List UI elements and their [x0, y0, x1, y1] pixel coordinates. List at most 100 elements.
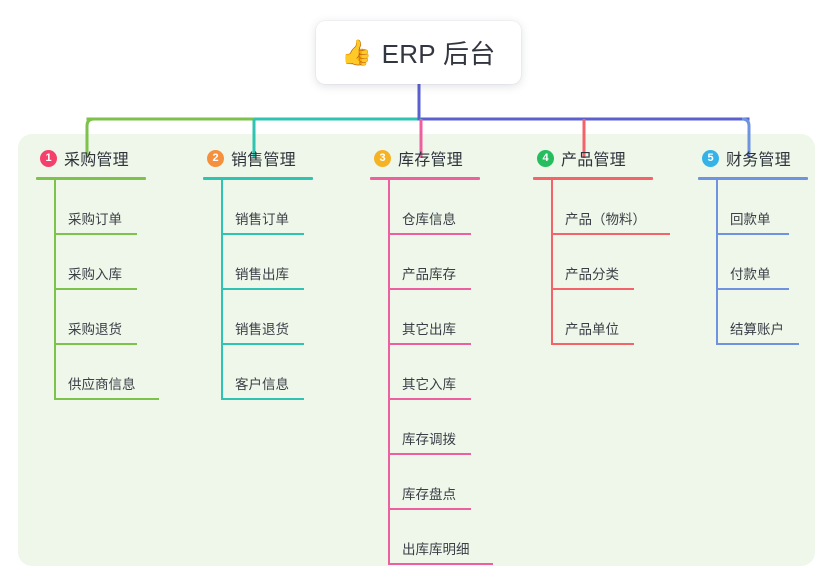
menu-item-label: 库存盘点 — [402, 487, 456, 502]
menu-item-underline — [55, 398, 159, 400]
menu-item-label: 产品（物料） — [565, 212, 646, 227]
menu-item-label: 采购入库 — [68, 267, 122, 282]
column-3: 3 库存管理仓库信息产品库存其它出库其它入库库存调拨库存盘点出库库明细 — [370, 146, 493, 565]
menu-item[interactable]: 库存调拨 — [370, 400, 480, 455]
column-title-1: 采购管理 — [64, 152, 129, 169]
column-rule-1 — [36, 177, 146, 180]
menu-item-label: 产品库存 — [402, 267, 456, 282]
menu-item-underline — [552, 288, 634, 290]
column-badge-3: 3 — [374, 149, 391, 167]
menu-item-underline — [717, 233, 789, 235]
menu-item[interactable]: 客户信息 — [203, 345, 313, 400]
column-title-3: 库存管理 — [398, 152, 463, 169]
column-items-4: 产品（物料） 产品分类产品单位 — [533, 180, 670, 345]
menu-item[interactable]: 付款单 — [698, 235, 808, 290]
menu-item-underline — [55, 288, 137, 290]
column-2: 2 销售管理销售订单销售出库销售退货客户信息 — [203, 146, 313, 400]
menu-item-underline — [552, 233, 670, 235]
menu-item-label: 销售出库 — [235, 267, 289, 282]
menu-item[interactable]: 采购退货 — [36, 290, 146, 345]
menu-item-underline — [389, 233, 471, 235]
column-badge-5: 5 — [702, 149, 719, 167]
menu-item-underline — [222, 398, 304, 400]
menu-item-label: 供应商信息 — [68, 377, 136, 392]
column-rule-3 — [370, 177, 480, 180]
menu-item-label: 销售订单 — [235, 212, 289, 227]
menu-item-label: 结算账户 — [730, 322, 784, 337]
root-node[interactable]: 👍 ERP 后台 — [316, 21, 521, 84]
menu-item-label: 回款单 — [730, 212, 771, 227]
column-items-1: 采购订单采购入库采购退货供应商信息 — [36, 180, 159, 400]
column-items-2: 销售订单销售出库销售退货客户信息 — [203, 180, 313, 400]
menu-item-label: 采购退货 — [68, 322, 122, 337]
menu-item[interactable]: 回款单 — [698, 180, 808, 235]
menu-item-underline — [222, 233, 304, 235]
menu-item[interactable]: 其它入库 — [370, 345, 480, 400]
menu-item-label: 出库库明细 — [402, 542, 470, 557]
menu-item-underline — [55, 233, 137, 235]
menu-item-underline — [389, 563, 493, 565]
menu-item-underline — [389, 398, 471, 400]
menu-item-underline — [55, 343, 137, 345]
column-spine-1 — [54, 180, 56, 400]
menu-item-label: 仓库信息 — [402, 212, 456, 227]
column-items-5: 回款单付款单结算账户 — [698, 180, 808, 345]
menu-item[interactable]: 库存盘点 — [370, 455, 480, 510]
menu-item-underline — [717, 288, 789, 290]
column-rule-2 — [203, 177, 313, 180]
menu-item[interactable]: 产品单位 — [533, 290, 653, 345]
menu-item[interactable]: 销售订单 — [203, 180, 313, 235]
column-title-5: 财务管理 — [726, 152, 791, 169]
column-header-1[interactable]: 1 采购管理 — [36, 146, 146, 170]
menu-item-label: 其它出库 — [402, 322, 456, 337]
menu-item-underline — [389, 453, 471, 455]
column-rule-4 — [533, 177, 653, 180]
menu-item[interactable]: 采购入库 — [36, 235, 146, 290]
menu-item-label: 产品单位 — [565, 322, 619, 337]
column-title-2: 销售管理 — [231, 152, 296, 169]
column-5: 5 财务管理回款单付款单结算账户 — [698, 146, 808, 345]
diagram-panel — [18, 134, 815, 566]
column-badge-1: 1 — [40, 149, 57, 167]
menu-item-underline — [717, 343, 799, 345]
column-header-3[interactable]: 3 库存管理 — [370, 146, 480, 170]
column-badge-2: 2 — [207, 149, 224, 167]
menu-item-label: 库存调拨 — [402, 432, 456, 447]
menu-item-underline — [552, 343, 634, 345]
menu-item[interactable]: 销售出库 — [203, 235, 313, 290]
menu-item[interactable]: 采购订单 — [36, 180, 146, 235]
menu-item-underline — [389, 508, 471, 510]
thumbs-up-icon: 👍 — [341, 38, 373, 67]
menu-item-label: 采购订单 — [68, 212, 122, 227]
column-1: 1 采购管理采购订单采购入库采购退货供应商信息 — [36, 146, 159, 400]
column-spine-3 — [388, 180, 390, 565]
column-spine-2 — [221, 180, 223, 400]
menu-item[interactable]: 产品分类 — [533, 235, 653, 290]
menu-item[interactable]: 仓库信息 — [370, 180, 480, 235]
column-header-5[interactable]: 5 财务管理 — [698, 146, 808, 170]
menu-item[interactable]: 出库库明细 — [370, 510, 493, 565]
menu-item-underline — [222, 343, 304, 345]
menu-item-underline — [222, 288, 304, 290]
column-badge-4: 4 — [537, 149, 554, 167]
column-4: 4 产品管理产品（物料） 产品分类产品单位 — [533, 146, 670, 345]
column-header-2[interactable]: 2 销售管理 — [203, 146, 313, 170]
root-node-title: ERP 后台 — [381, 39, 496, 69]
menu-item-label: 付款单 — [730, 267, 771, 282]
column-rule-5 — [698, 177, 808, 180]
column-header-4[interactable]: 4 产品管理 — [533, 146, 653, 170]
menu-item-label: 其它入库 — [402, 377, 456, 392]
column-spine-4 — [551, 180, 553, 345]
column-spine-5 — [716, 180, 718, 345]
column-title-4: 产品管理 — [561, 152, 626, 169]
menu-item[interactable]: 结算账户 — [698, 290, 808, 345]
menu-item[interactable]: 产品库存 — [370, 235, 480, 290]
menu-item[interactable]: 销售退货 — [203, 290, 313, 345]
menu-item-underline — [389, 288, 471, 290]
menu-item[interactable]: 其它出库 — [370, 290, 480, 345]
menu-item[interactable]: 产品（物料） — [533, 180, 670, 235]
menu-item-underline — [389, 343, 471, 345]
column-items-3: 仓库信息产品库存其它出库其它入库库存调拨库存盘点出库库明细 — [370, 180, 493, 565]
menu-item[interactable]: 供应商信息 — [36, 345, 159, 400]
